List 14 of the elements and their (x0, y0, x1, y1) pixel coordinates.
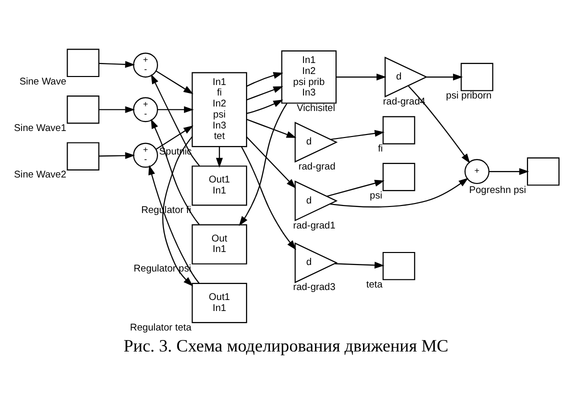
node-label: psi (370, 190, 382, 202)
node-label: Sine Wave1 (14, 123, 66, 134)
node-label: Sine Wave (19, 76, 66, 88)
node-label: rad-grad (298, 162, 336, 173)
node-label: rad-grad3 (293, 282, 336, 294)
node-label: Pogreshn psi (469, 184, 526, 196)
node-label: teta (366, 279, 383, 290)
node-label: fi (378, 144, 383, 155)
node-label: Vichisitel (296, 102, 336, 114)
node-label: psi priborn (446, 90, 492, 102)
node-label: Sine Wave2 (14, 170, 66, 181)
caption: Рис. 3. Схема моделирования движения МС (124, 336, 448, 356)
node-label: Regulator teta (130, 322, 192, 334)
node-label: rad-grad1 (293, 220, 336, 232)
